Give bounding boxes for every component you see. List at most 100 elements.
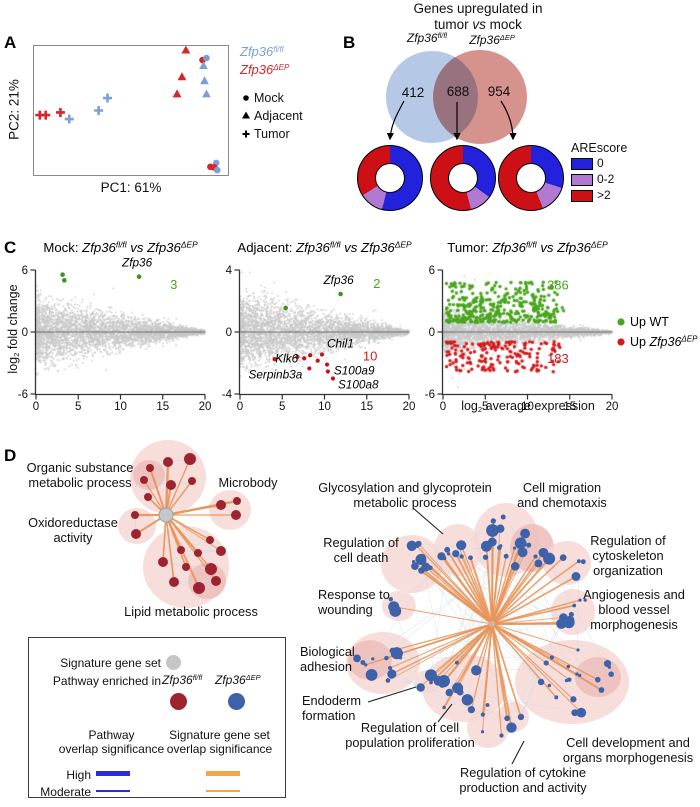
donut-chart-overlap [430,145,496,211]
deg-count: 183 [547,351,569,366]
pathway-overlap-header-1: Pathway [88,728,135,742]
network-legend-box: Signature gene set Pathway enriched in Z… [28,637,286,799]
deg-count: 10 [363,349,377,364]
svg-text:20: 20 [606,401,619,413]
gene-label-Serpinb3a: Serpinb3a [248,367,302,381]
svg-text:0: 0 [237,401,243,413]
panel-c-label: C [4,238,17,257]
ma-plot-1: 4 0 -4 0 5 10 15 20 Adjacent: Zfp36fl/fl vs Zfp3… [222,240,416,413]
venn-count-right: 954 [487,84,511,99]
venn-arrows [386,100,517,141]
svg-text:20: 20 [403,401,416,413]
svg-text:15: 15 [360,401,373,413]
svg-text:-4: -4 [222,389,233,401]
legend-moderate-label: Moderate [40,785,91,799]
gene-label-S100a9: S100a9 [334,364,375,378]
gene-label-Klk6: Klk6 [275,351,298,365]
legend-high-label: High [66,768,91,782]
legend-genotype-ko: Zfp36ΔEP [240,62,290,77]
svg-text:Mock: Zfp36fl/fl vs Zfp36ΔEP: Mock: Zfp36fl/fl vs Zfp36ΔEP [43,240,198,255]
svg-text:4: 4 [226,265,233,277]
gene-label-Zfp36: Zfp36 [121,256,153,270]
arescore-item-label: 0-2 [597,172,615,186]
svg-text:10: 10 [521,401,534,413]
svg-text:Tumor: Zfp36fl/fl vs Zfp36ΔEP: Tumor: Zfp36fl/fl vs Zfp36ΔEP [447,240,608,255]
svg-text:0: 0 [226,327,232,339]
pca-x-axis-label: PC1: 61% [100,180,162,195]
deg-count: 3 [170,277,177,292]
svg-text:Adjacent: Zfp36fl/fl vs Zfp36Δ: Adjacent: Zfp36fl/fl vs Zfp36ΔEP [237,240,412,255]
svg-text:-6: -6 [425,389,435,401]
signature-overlap-header-2: overlap significance [166,742,273,756]
venn-count-left: 412 [401,85,425,100]
ma-x-axis-label: log2 average expression [461,399,595,415]
svg-text:5: 5 [279,401,285,413]
arescore-item: 0-2 [571,172,631,188]
svg-text:5: 5 [75,401,81,413]
svg-text:10: 10 [114,401,127,413]
arescore-item-label: >2 [597,188,611,202]
legend-pathway-enriched-label: Pathway enriched in [52,674,161,688]
legend-geno1-label: Zfp36fl/fl [162,673,203,687]
deg-count: 386 [547,278,569,293]
svg-text:-6: -6 [18,389,28,401]
arescore-item: 0 [571,156,631,172]
svg-text:Up Zfp36ΔEP: Up Zfp36ΔEP [630,335,698,349]
donut-chart-right [498,145,564,211]
venn-title-line2: tumor vs mock [434,17,522,32]
pca-y-axis-label: PC2: 21% [6,79,22,140]
svg-text:10: 10 [318,401,331,413]
legend-genotype-wt: Zfp36fl/fl [240,44,284,59]
legend-adjacent-label: Adjacent [254,109,303,123]
gene-label-Chil1: Chil1 [327,336,354,350]
venn-title-line1: Genes upregulated in [413,1,543,16]
ko-pathway-node-icon [228,693,245,710]
left-network [118,440,251,608]
moderate-signature-line-icon [206,790,240,792]
donut-hole [375,163,405,193]
donut-hole [448,163,478,193]
legend-signature-gene-set-label: Signature gene set [60,656,161,670]
legend-tumor-label: Tumor [254,127,290,141]
svg-text:0: 0 [440,401,446,413]
gene-label-Zfp36: Zfp36 [322,273,354,287]
left-network-label: Microbody [218,475,278,490]
legend-geno2-label: Zfp36ΔEP [215,673,261,687]
pca-plot-box [33,45,229,176]
pca-shape-legend-icons [242,95,250,138]
arescore-legend-title: AREscore [571,141,628,155]
signature-overlap-header-1: Signature gene set [169,728,270,742]
venn-right-label: Zfp36ΔEP [469,33,515,47]
deg-count: 2 [373,276,380,291]
pathway-overlap-header-2: overlap significance [58,742,165,756]
arescore-swatch-icon [571,174,593,186]
venn-left-label: Zfp36fl/fl [406,31,448,45]
pca-plot-points [35,45,221,174]
high-signature-line-icon [206,771,240,776]
donut-hole [516,163,546,193]
svg-text:Up WT: Up WT [630,315,669,329]
signature-gene-set-node-icon [166,655,181,670]
gene-label-S100a8: S100a8 [338,378,379,392]
svg-text:5: 5 [482,401,488,413]
arescore-swatch-icon [571,158,593,170]
donut-chart-left [357,145,423,211]
svg-text:15: 15 [156,401,169,413]
arescore-swatch-icon [571,190,593,202]
arescore-item: >2 [571,188,631,204]
left-network-label: Lipid metabolic process [124,604,258,619]
high-pathway-line-icon [96,771,130,776]
panel-a-label: A [4,33,17,52]
